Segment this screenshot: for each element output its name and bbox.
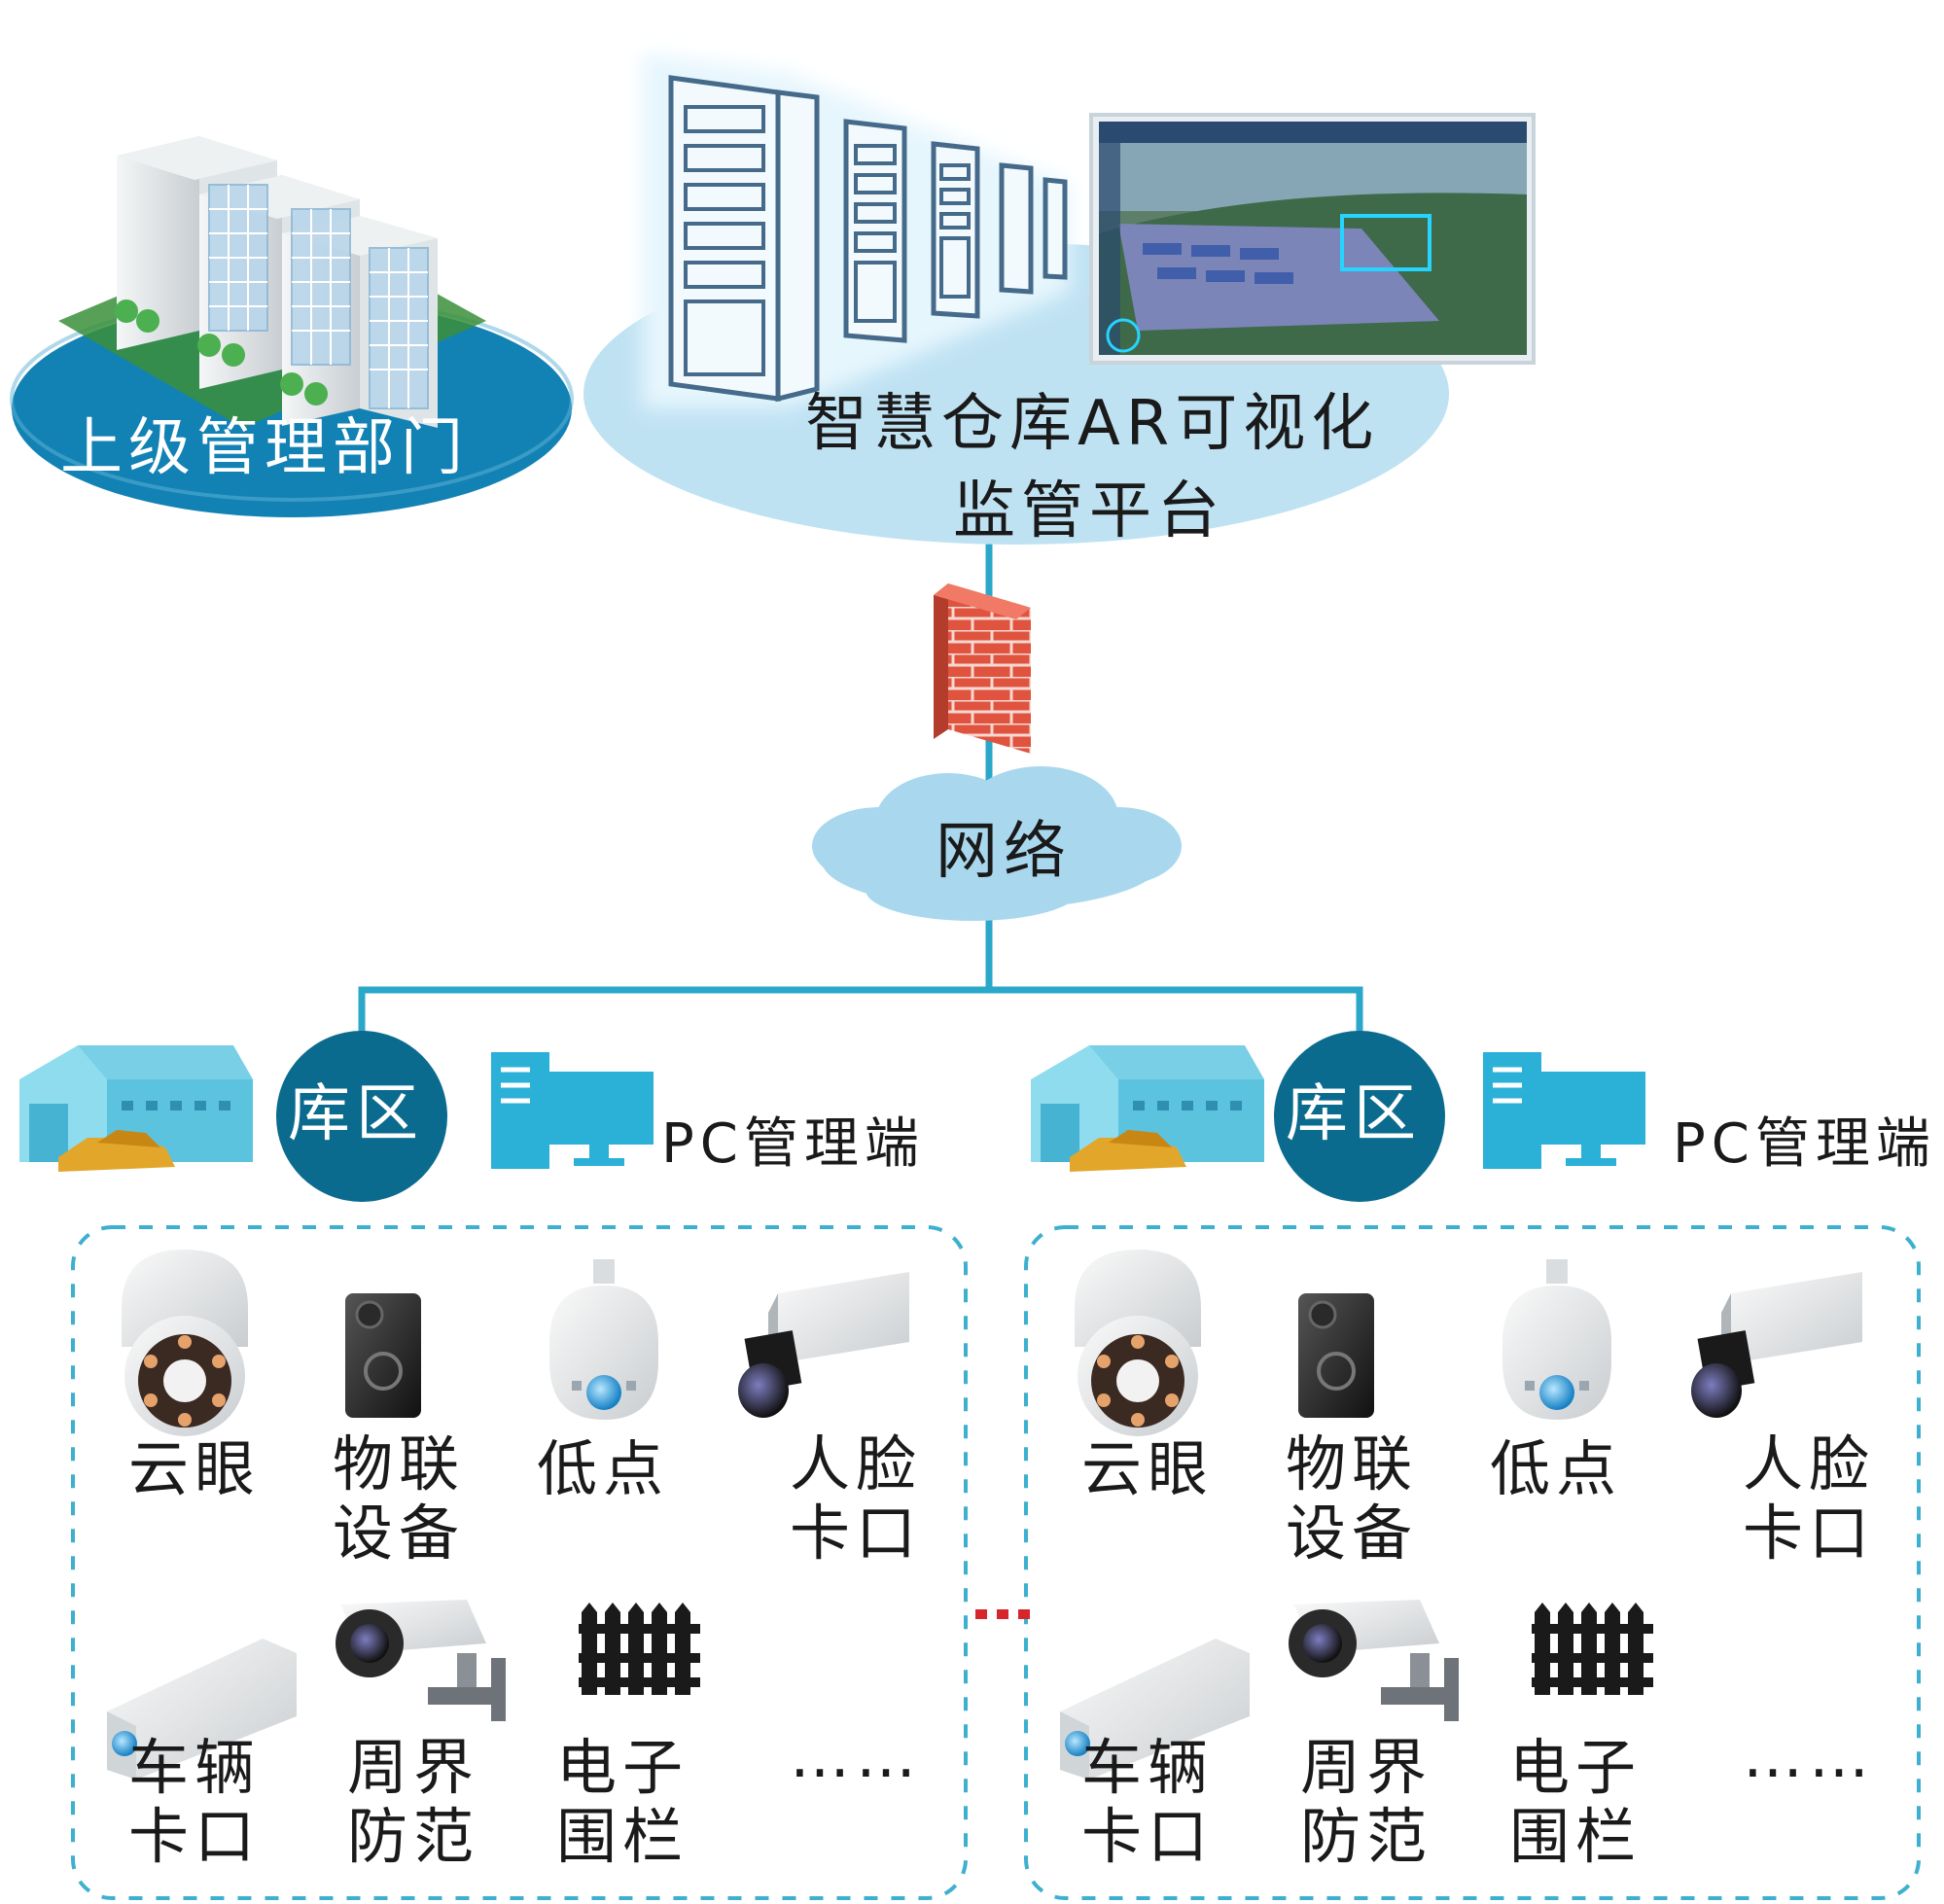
ar-monitor-screen-icon [1089, 113, 1536, 365]
department-group [10, 136, 574, 517]
zone-1-device-6-label: 周界防范 [346, 1732, 479, 1873]
electronic-fence-icon [1532, 1603, 1653, 1695]
zone-1-device-5-label: 车辆卡口 [127, 1732, 261, 1873]
platform-group [583, 53, 1536, 545]
low-point-camera-icon [1502, 1259, 1611, 1420]
perimeter-bullet-camera-icon [336, 1600, 506, 1721]
server-racks-icon [668, 75, 1068, 403]
face-checkpoint-camera-icon [1691, 1272, 1862, 1418]
zone-1-device-4-label: 人脸卡口 [789, 1428, 922, 1569]
zone-1-header [19, 1031, 654, 1202]
zone-1-pc-label: PC管理端 [661, 1112, 925, 1176]
zone-2-device-4-label: 人脸卡口 [1742, 1428, 1875, 1569]
dome-ptz-camera-icon [122, 1250, 248, 1436]
body-worn-device-icon [1298, 1293, 1374, 1418]
zone-2-label: 库区 [1286, 1078, 1422, 1150]
department-label: 上级管理部门 [60, 412, 469, 484]
face-checkpoint-camera-icon [738, 1272, 909, 1418]
zone-2-device-1-label: 云眼 [1080, 1433, 1214, 1504]
vehicle-checkpoint-camera-icon [1060, 1639, 1250, 1780]
zone-2-device-3-label: 低点 [1489, 1433, 1622, 1504]
network-label: 网络 [936, 816, 1072, 888]
zone-circle [1274, 1031, 1445, 1202]
zone-2-device-6-label: 周界防范 [1299, 1732, 1432, 1873]
zone-2-header [1031, 1031, 1645, 1202]
zone-1-device-1-label: 云眼 [127, 1433, 261, 1504]
electronic-fence-icon [579, 1603, 700, 1695]
between-zones-dots [975, 1609, 1030, 1619]
zone-2-device-7-label: 电子围栏 [1508, 1732, 1642, 1873]
zone-circle [276, 1031, 447, 1202]
zone-1-label: 库区 [288, 1078, 424, 1150]
zone-1-device-box [71, 1225, 968, 1900]
low-point-camera-icon [549, 1259, 658, 1420]
network-cloud-icon [812, 766, 1182, 921]
body-worn-device-icon [345, 1293, 421, 1418]
zone-1-device-7-label: 电子围栏 [555, 1732, 689, 1873]
zone-1-device-8-label: …… [790, 1720, 922, 1791]
dome-ptz-camera-icon [1075, 1250, 1201, 1436]
zone-1-device-3-label: 低点 [536, 1433, 669, 1504]
zone-2-device-8-label: …… [1743, 1720, 1875, 1791]
vehicle-checkpoint-camera-icon [107, 1639, 297, 1780]
pc-terminal-icon [1483, 1052, 1645, 1169]
zone-2-device-2-label: 物联设备 [1285, 1428, 1418, 1569]
zone-1-devices [107, 1250, 909, 1780]
warehouse-icon [1031, 1045, 1264, 1172]
zone-2-devices [1060, 1250, 1862, 1780]
zone-2-pc-label: PC管理端 [1673, 1112, 1936, 1176]
platform-title-line1: 智慧仓库AR可视化 [805, 388, 1380, 460]
office-buildings-icon [115, 136, 438, 428]
warehouse-icon [19, 1045, 253, 1172]
firewall-icon [934, 583, 1031, 754]
pc-terminal-icon [491, 1052, 654, 1169]
zone-1-device-2-label: 物联设备 [332, 1428, 465, 1569]
perimeter-bullet-camera-icon [1289, 1600, 1459, 1721]
zone-2-device-box [1024, 1225, 1921, 1900]
platform-title-line2: 监管平台 [953, 476, 1225, 547]
zone-2-device-5-label: 车辆卡口 [1080, 1732, 1214, 1873]
